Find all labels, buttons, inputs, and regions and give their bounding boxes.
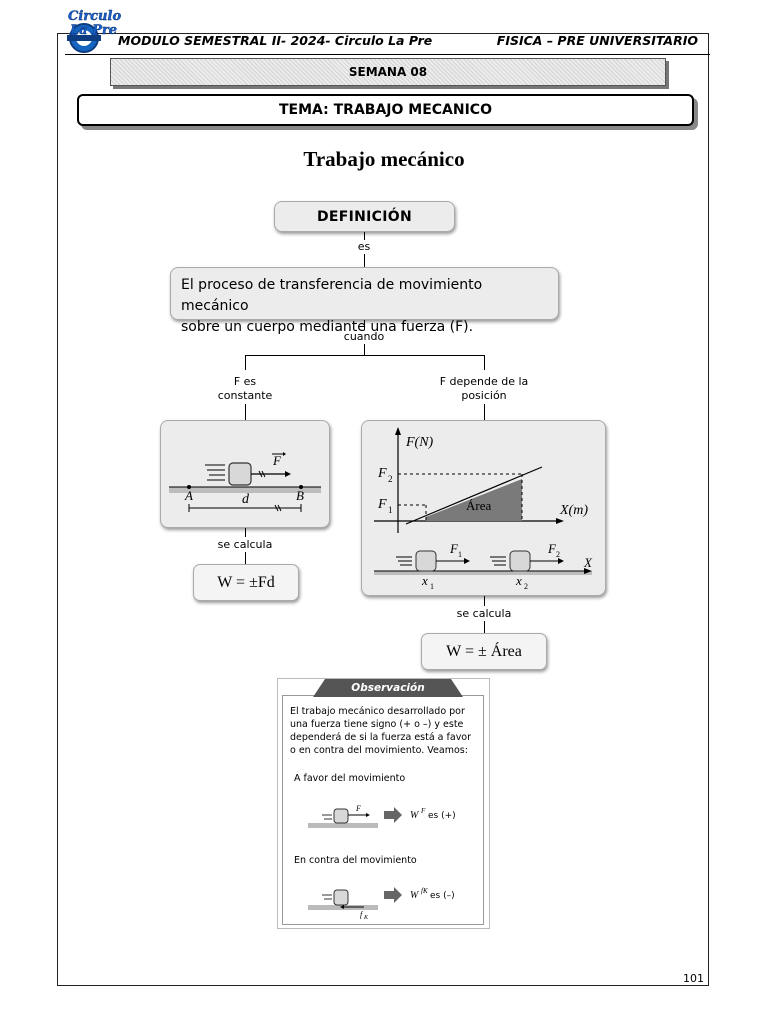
point-b-label: B — [296, 488, 304, 503]
svg-text:F: F — [355, 804, 361, 813]
svg-text:K: K — [363, 915, 369, 921]
arrow-right-icon — [384, 807, 402, 823]
page-number: 101 — [683, 972, 704, 985]
formula-constant-force: W = ±Fd — [193, 564, 299, 601]
connector-se-calcula-right: se calcula — [456, 607, 512, 620]
branch-line-right — [484, 355, 485, 370]
header-rule — [65, 54, 710, 55]
observation-text: El trabajo mecánico desarrollado por una… — [290, 706, 472, 756]
motion-lines-icon — [490, 556, 506, 566]
svg-text:W: W — [410, 890, 420, 901]
f2-arrow-label: F — [547, 541, 557, 556]
connector-line — [245, 528, 246, 537]
force-position-graph: F(N) X(m) F 2 F 1 Área X F 1 x 1 F 2 x 2 — [374, 427, 593, 591]
branch-line — [245, 355, 485, 356]
constant-force-svg: F A B d — [169, 452, 321, 512]
contra-diagram: f K W fK es (–) — [308, 887, 455, 921]
motion-lines-icon — [205, 464, 225, 481]
definition-line-2: sobre un cuerpo mediante una fuerza (F). — [181, 319, 474, 335]
topic-banner: TEMA: TRABAJO MECANICO — [77, 94, 694, 126]
x2-label: x — [515, 573, 522, 588]
formula-variable-force: W = ± Área — [421, 633, 547, 670]
block-icon — [228, 462, 252, 486]
motion-lines-icon — [396, 556, 412, 566]
constant-force-figure: F A B d — [160, 420, 330, 528]
y-axis-label: F(N) — [405, 435, 434, 450]
observation-tab: Observación — [313, 679, 463, 697]
definition-line-1: El proceso de transferencia de movimient… — [181, 277, 483, 314]
block-icon — [509, 550, 531, 572]
svg-text:2: 2 — [524, 582, 528, 591]
x-arrow-label: X — [583, 555, 593, 570]
connector-cuando: cuando — [343, 330, 385, 343]
f1-label: F — [377, 497, 387, 512]
distance-label: d — [242, 492, 250, 507]
f2-label: F — [377, 466, 387, 481]
block-icon — [415, 550, 437, 572]
branch-line-left — [245, 404, 246, 420]
f1-arrow-label: F — [449, 541, 459, 556]
force-label: F — [272, 453, 282, 468]
svg-text:Circulo: Circulo — [68, 9, 121, 24]
svg-text:2: 2 — [388, 474, 393, 484]
connector-se-calcula-left: se calcula — [217, 538, 273, 551]
svg-text:La Pre: La Pre — [69, 23, 117, 38]
connector-es: es — [357, 240, 371, 253]
definition-text-box: El proceso de transferencia de movimient… — [170, 267, 559, 335]
page-frame — [57, 33, 709, 986]
svg-text:1: 1 — [388, 505, 393, 515]
svg-text:es (+): es (+) — [428, 811, 456, 821]
page-title: Trabajo mecánico — [303, 147, 465, 171]
connector-line — [484, 621, 485, 633]
connector-line — [484, 596, 485, 606]
svg-text:W: W — [410, 810, 420, 821]
definition-box: DEFINICIÓN — [274, 201, 455, 232]
branch-label-variable: F depende de la posición — [439, 375, 529, 402]
branch-line-right — [484, 404, 485, 420]
area-label: Área — [466, 498, 491, 513]
observation-box: Observación El trabajo mecánico desarrol… — [277, 678, 490, 929]
svg-text:f: f — [360, 910, 364, 919]
contra-label: En contra del movimiento — [294, 855, 417, 866]
connector-line — [364, 320, 365, 330]
connector-line — [245, 552, 246, 564]
header-module: MODULO SEMESTRAL II- 2024- Circulo La Pr… — [118, 33, 433, 48]
connector-line — [364, 254, 365, 267]
svg-text:es (–): es (–) — [430, 891, 455, 901]
point-a-label: A — [184, 488, 193, 503]
svg-text:2: 2 — [556, 550, 560, 559]
area-region — [426, 479, 522, 521]
svg-text:1: 1 — [458, 550, 462, 559]
week-banner: SEMANA 08 — [110, 58, 666, 86]
connector-line — [364, 232, 365, 240]
header-subject: FISICA – PRE UNIVERSITARIO — [496, 33, 698, 48]
arrow-right-icon — [384, 887, 402, 903]
x1-label: x — [421, 573, 428, 588]
branch-label-constant: F es constante — [217, 375, 273, 402]
x-axis-label: X(m) — [559, 503, 588, 518]
variable-force-figure: F(N) X(m) F 2 F 1 Área X F 1 x 1 F 2 x 2 — [361, 420, 606, 596]
favor-diagram: F W F es (+) — [308, 804, 456, 828]
svg-text:fK: fK — [421, 887, 428, 895]
connector-line — [364, 344, 365, 355]
branch-line-left — [245, 355, 246, 370]
svg-text:1: 1 — [430, 582, 434, 591]
svg-text:F: F — [420, 807, 426, 815]
favor-label: A favor del movimiento — [294, 773, 406, 784]
circulo-la-pre-logo: Circulo La Pre — [67, 9, 122, 53]
